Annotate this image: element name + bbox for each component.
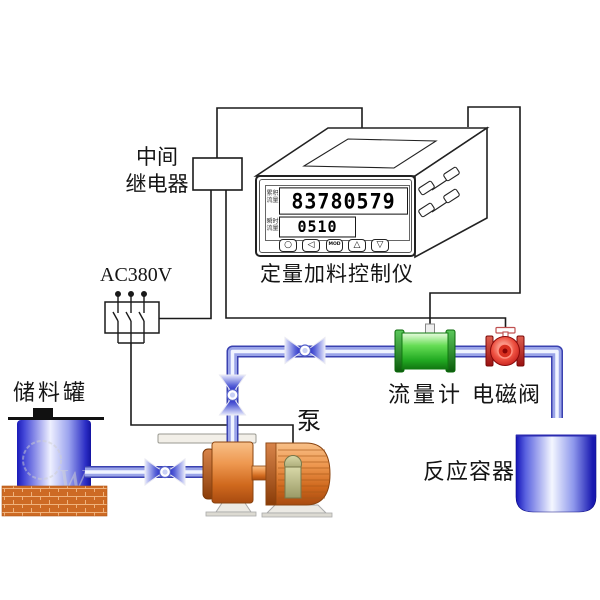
wire-contactor-to-motor [130,343,294,444]
solenoid-valve-label: 电磁阀 [472,382,542,407]
controller-terminals [418,166,460,218]
tank-lid [8,417,104,420]
relay-box [192,157,243,191]
vessel-label: 反应容器 [423,459,516,484]
wire-relay-to-contactor [159,190,212,320]
relay-label: 中间 继电器 [125,145,189,196]
pump-foot [215,502,252,513]
brick-base [1,485,108,517]
valve-tank-outlet [144,458,186,486]
tank-body [17,420,91,489]
contactor-symbol [104,291,160,344]
instant-flow-display: 0510 [279,216,356,238]
display1-side-label: 累积 流量 [266,191,279,204]
panel-button-up: △ [348,239,366,252]
reaction-vessel [515,434,597,513]
pump-unit [202,441,333,518]
controller-label: 定量加料控制仪 [260,262,414,286]
pump-label: 泵 [297,409,321,435]
motor-terminal-box [284,466,302,499]
panel-button-down: ▽ [371,239,389,252]
wire-controller-to-flowmeter [429,106,521,326]
motor-flange [265,442,277,506]
tank-label: 储料罐 [13,380,89,405]
wiring [130,106,521,444]
panel-button-circle: ○ [279,239,297,252]
wire-relay-to-solenoid [225,190,507,329]
power-supply-label: AC380V [100,264,173,286]
panel-button-mod: MOD [326,239,343,252]
controller-front-panel: 累积 流量 83780579 瞬时 流量 0510 ○ ◁ MOD △ ▽ [255,175,416,257]
display2-side-label: 瞬时 流量 [266,219,279,232]
flow-meter-body [401,332,449,370]
storage-tank: W [1,408,108,517]
solenoid-valve [485,326,525,367]
pump-casing [211,441,254,504]
total-flow-display: 83780579 [279,187,408,215]
flow-meter [394,323,456,373]
panel-bezel [259,179,412,253]
valve-pump-riser [218,374,247,416]
controller-top-recess [302,138,438,169]
controller-3d-box [253,126,490,259]
panel-button-left: ◁ [302,239,320,252]
motor-foot [265,504,328,514]
flow-meter-label: 流量计 [388,382,464,407]
wire-relay-to-controller [216,107,363,158]
tank-cap [33,408,53,418]
valve-main-line [284,336,326,365]
